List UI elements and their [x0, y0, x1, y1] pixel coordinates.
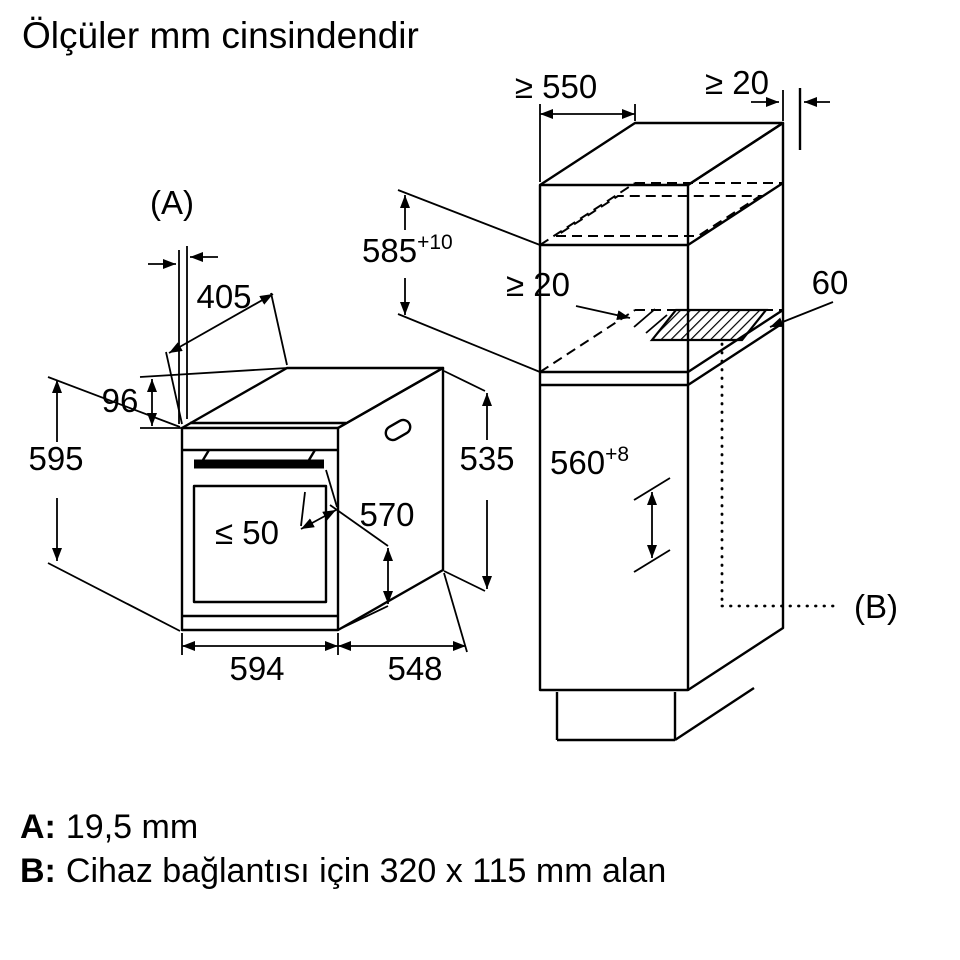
- dim-ge-20-rear: ≥ 20: [506, 266, 570, 303]
- page-title: Ölçüler mm cinsindendir: [22, 15, 419, 56]
- dim-405: 405: [196, 278, 251, 315]
- vent-hatch-area: [649, 308, 769, 342]
- dim-96: 96: [102, 382, 139, 419]
- label-A: (A): [150, 184, 194, 221]
- note-b: B:Cihaz bağlantısı için 320 x 115 mm ala…: [20, 852, 666, 890]
- dim-585: 585+10: [362, 231, 453, 269]
- cabinet-drawing: [538, 88, 802, 742]
- footnotes: A:19,5 mm B:Cihaz bağlantısı için 320 x …: [20, 808, 666, 890]
- dim-560: 560+8: [550, 443, 629, 481]
- dim-ge-20-top: ≥ 20: [705, 64, 769, 101]
- cabinet-dimensions: ≥ 550 ≥ 20 585+10 ≥ 20 60 560+8 (B): [362, 64, 898, 625]
- dim-535: 535: [459, 440, 514, 477]
- oven-side-grip: [384, 418, 412, 442]
- dim-ge-550: ≥ 550: [515, 68, 597, 105]
- dim-548: 548: [387, 650, 442, 687]
- dim-570: 570: [359, 496, 414, 533]
- dim-595: 595: [28, 440, 83, 477]
- label-B: (B): [854, 588, 898, 625]
- dim-594: 594: [229, 650, 284, 687]
- note-a: A:19,5 mm: [20, 808, 198, 846]
- oven-drawing: [180, 366, 445, 632]
- dim-le-50: ≤ 50: [215, 514, 279, 551]
- dim-60: 60: [812, 264, 849, 301]
- oven-door: [192, 484, 328, 604]
- oven-dimensions: (A) 405 96 595 ≤ 50 570: [28, 184, 514, 687]
